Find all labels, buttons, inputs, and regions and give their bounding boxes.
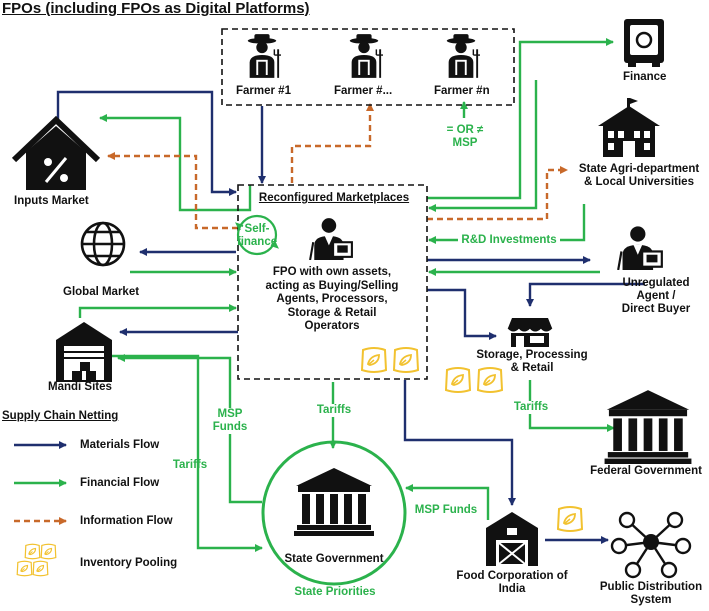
legend-title: Supply Chain Netting: [2, 410, 119, 422]
flow-unregulated-to-storage: [526, 282, 645, 307]
inputs-market-house-icon: [11, 115, 101, 190]
farmer-icon: [246, 34, 281, 78]
inventory-sack-icon: [445, 367, 471, 393]
inventory-sack-icon: [361, 347, 387, 373]
flow-hub-to-stateagri-info: [427, 166, 568, 221]
flow-hub-to-inputs-info: [107, 152, 238, 230]
farmer-1-label: Farmer #1: [236, 85, 291, 97]
msp-compare-label: = OR ≠MSP: [446, 124, 484, 149]
flow-hub-to-storage: [427, 288, 497, 340]
farmer-icon: [445, 34, 480, 78]
legend-inventory-swatch: [16, 543, 57, 577]
flows: [56, 38, 645, 552]
legend-inventory-label: Inventory Pooling: [80, 557, 178, 569]
state-government-icon: [294, 468, 374, 536]
hub-marketplace: [235, 184, 428, 380]
warehouse-icon: [56, 322, 112, 382]
hub-heading: Reconfigured Marketplaces: [258, 192, 410, 204]
network-icon: [610, 511, 692, 579]
flow-hub-to-fci: [403, 380, 516, 506]
globe-icon: [80, 221, 126, 267]
global-market-label: Global Market: [63, 286, 140, 298]
shop-icon: [507, 318, 553, 347]
flow-rd-to-hub: [429, 204, 586, 240]
inventory-sack-icon: [393, 347, 419, 373]
legend-financial-label: Financial Flow: [80, 477, 160, 489]
fpo-agent-icon: [309, 217, 353, 260]
farmers-group: [221, 28, 515, 106]
mandi-sites-label: Mandi Sites: [48, 381, 112, 393]
flow-fci-msp-funds: [405, 484, 490, 520]
legend-information-label: Information Flow: [80, 515, 173, 527]
barn-icon: [486, 512, 538, 566]
rd-investments-label: R&D Investments: [458, 234, 560, 247]
legend-materials-label: Materials Flow: [80, 439, 160, 451]
tariffs-center-label: Tariffs: [313, 404, 355, 417]
hub-description: FPO with own assets,acting as Buying/Sel…: [265, 266, 399, 332]
farmer-middle-label: Farmer #...: [334, 85, 393, 97]
farmer-icon: [348, 34, 383, 78]
unregulated-agent-icon: [617, 225, 663, 270]
flow-finance-to-hub: [428, 80, 538, 212]
state-government-label: State Government: [284, 553, 384, 565]
legend: [14, 441, 67, 577]
flow-mandi-tariffs: [112, 354, 263, 552]
state-agri-label: State Agri-department& Local Universitie…: [578, 163, 700, 188]
msp-funds-fci-label: MSP Funds: [414, 504, 478, 516]
inputs-market-label: Inputs Market: [14, 195, 89, 207]
federal-government-icon: [604, 390, 692, 464]
flow-inputs-to-hub: [56, 90, 237, 196]
self-finance-label: Self-finance: [236, 223, 278, 248]
page-title: FPOs (including FPOs as Digital Platform…: [2, 0, 310, 17]
flow-storage-tariffs: [528, 380, 615, 432]
self-finance-cycle: [236, 214, 278, 256]
finance-label: Finance: [623, 71, 667, 83]
state-government: [261, 440, 407, 586]
flow-mandi-to-hub: [78, 304, 237, 318]
tariffs-left-label: Tariffs: [172, 459, 208, 471]
university-icon: [598, 98, 660, 157]
federal-government-label: Federal Government: [590, 465, 702, 477]
safe-icon: [624, 19, 664, 67]
farmer-n-label: Farmer #n: [434, 85, 490, 97]
tariffs-storage-label: Tariffs: [509, 401, 553, 414]
inventory-sack-icon: [557, 506, 583, 532]
flow-hub-to-farmers-info: [290, 103, 374, 183]
storage-label: Storage, Processing& Retail: [476, 349, 588, 374]
flow-hub-to-finance-link: [427, 38, 614, 200]
state-priorities-label: State Priorities: [294, 586, 376, 598]
flow-hub-to-inputs: [99, 114, 252, 212]
